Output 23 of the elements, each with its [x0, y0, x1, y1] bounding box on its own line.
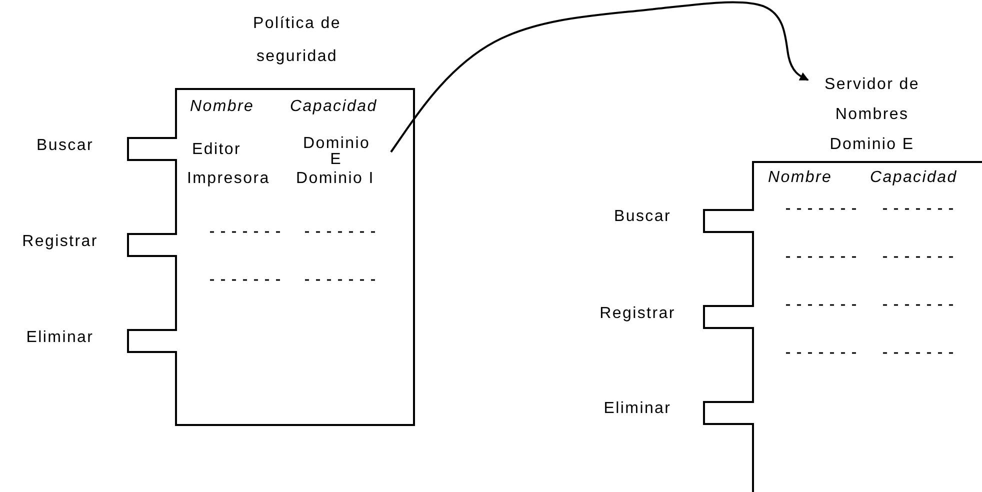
port-box	[703, 401, 754, 425]
table-heading: Servidor de Nombres Dominio E	[823, 75, 921, 155]
table-cell-text: Impresora	[187, 170, 270, 188]
port-box	[703, 209, 754, 233]
operation-label: Eliminar	[602, 400, 672, 418]
column-header: Capacidad	[290, 98, 378, 116]
port-box	[127, 137, 177, 161]
operation-label: Buscar	[613, 208, 672, 226]
table-cell-text: Dominio E	[303, 136, 369, 170]
table-heading: Política de seguridad	[252, 14, 342, 67]
operation-label: Eliminar	[25, 329, 95, 347]
column-header: Nombre	[190, 98, 254, 116]
operation-label: Registrar	[598, 305, 676, 323]
table-cell-text: Dominio I	[296, 170, 374, 188]
operation-label: Buscar	[36, 137, 94, 155]
column-header: Nombre	[768, 169, 832, 187]
table-cell-text: Editor	[192, 141, 241, 159]
column-header: Capacidad	[870, 169, 958, 187]
operation-label: Registrar	[21, 233, 99, 251]
port-box	[703, 305, 754, 329]
port-box	[127, 233, 177, 257]
arrow	[390, 1, 809, 153]
port-box	[127, 329, 177, 353]
